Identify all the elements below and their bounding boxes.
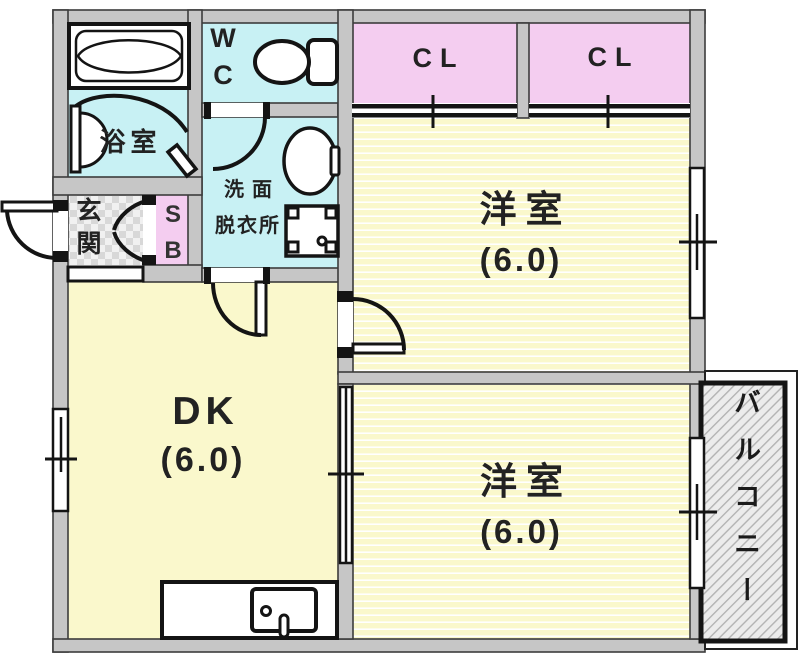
closet2-floor — [529, 23, 690, 103]
toilet-icon — [253, 38, 339, 86]
washing-machine-corner — [286, 240, 300, 254]
washbasin-handle — [329, 145, 341, 177]
door-frame — [263, 102, 270, 119]
door-frame — [53, 251, 68, 262]
kitchen-counter-icon — [160, 580, 339, 640]
closet-sliding-doors — [352, 95, 690, 128]
western-top-name: 洋室 — [479, 189, 572, 230]
bathroom-details — [69, 93, 199, 179]
bathtub-bowl — [76, 39, 183, 74]
shoebox-floor — [156, 195, 188, 265]
dk-name: DK — [172, 390, 239, 433]
laundry-label-line2: 脱衣所 — [215, 215, 281, 237]
wc-door-swing — [212, 116, 267, 171]
laundry-door-panel — [254, 280, 268, 337]
wall-inter-room — [337, 371, 706, 385]
washing-machine-corner — [324, 240, 338, 254]
dk-floor — [68, 282, 338, 639]
bathtub-icon — [67, 22, 191, 90]
wall-bath-bottom — [52, 176, 203, 196]
front-door-panel — [0, 200, 59, 213]
door-frame — [204, 102, 211, 119]
wall-left — [52, 9, 69, 653]
door-frame — [142, 195, 156, 205]
dk-label: DK (6.0) — [68, 390, 338, 480]
toilet-bowl — [253, 39, 311, 85]
entrance-step — [66, 265, 145, 283]
wall-closet-divider — [516, 22, 530, 119]
bath-label: 浴室 — [99, 127, 162, 157]
door-frame — [53, 200, 68, 211]
entrance-opening — [53, 211, 68, 251]
balcony — [698, 370, 798, 650]
toilet-tank — [306, 38, 339, 86]
laundry-dk-opening — [211, 268, 263, 282]
closet1-label: CL — [412, 43, 465, 73]
bathtub-box — [67, 22, 191, 90]
closet2-label: CL — [587, 42, 640, 72]
shoebox-label: SB — [164, 201, 182, 264]
laundry-door-swing — [211, 282, 262, 337]
laundry-label: 洗面 脱衣所 — [202, 173, 294, 238]
kitchen-faucet — [260, 605, 272, 617]
western-bottom-floor — [353, 384, 690, 639]
closet1-floor — [352, 23, 517, 103]
entrance-label: 玄関 — [76, 197, 102, 258]
western-top-floor — [352, 117, 690, 372]
balcony-label: バルコニー — [730, 388, 760, 623]
door-frames — [53, 102, 353, 358]
wall-openings — [53, 103, 353, 347]
door-frame — [204, 267, 211, 284]
bathroom-folding-door — [165, 142, 199, 179]
room-floors — [68, 23, 690, 639]
western-top-door-swing — [352, 297, 406, 351]
western-bottom-label: 洋室 (6.0) — [353, 451, 690, 551]
bathroom-door-arc — [78, 111, 109, 169]
door-frame — [263, 267, 270, 284]
door-frame — [142, 255, 156, 265]
washing-machine-corner — [324, 206, 338, 220]
laundry-label-line1: 洗面 — [224, 179, 280, 201]
door-frame — [337, 347, 353, 358]
western-top-label: 洋室 (6.0) — [352, 179, 690, 279]
windows — [45, 166, 717, 590]
wall-bottom — [52, 638, 706, 653]
shoebox-door-zone — [143, 195, 156, 265]
door-frame — [337, 291, 353, 302]
wc-label: WC — [210, 23, 236, 90]
washing-machine-corner — [286, 206, 300, 220]
western-top-size: (6.0) — [479, 241, 563, 278]
western-bottom-name: 洋室 — [480, 461, 572, 502]
western-bottom-size: (6.0) — [480, 513, 563, 550]
laundry-fixtures — [282, 126, 341, 258]
doors — [0, 116, 406, 355]
wc-door-opening — [211, 103, 263, 117]
western-top-door-opening — [338, 302, 353, 347]
kitchen-drain — [278, 613, 290, 639]
washing-machine-drain — [316, 235, 328, 247]
western-top-door-panel — [351, 342, 406, 355]
bathroom-door-swing — [74, 93, 189, 134]
dk-size: (6.0) — [160, 441, 246, 479]
front-door-swing — [5, 210, 58, 261]
wall-top — [52, 9, 706, 24]
